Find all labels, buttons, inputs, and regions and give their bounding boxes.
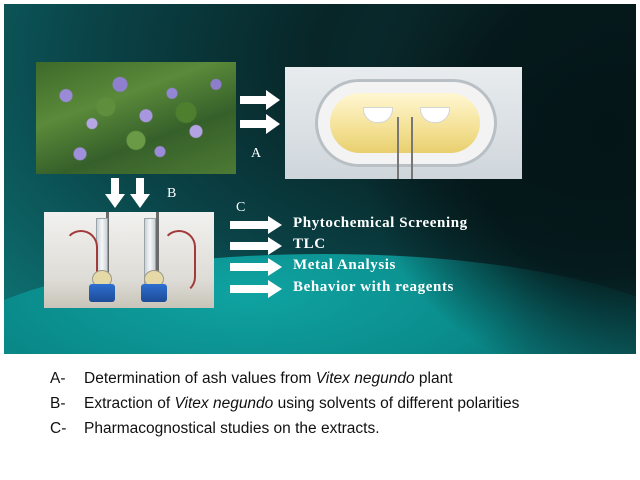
study-behavior-with-reagents: Behavior with reagents xyxy=(293,279,454,295)
caption-species-name: Vitex negundo xyxy=(315,370,415,387)
crucible-tongs xyxy=(397,117,413,179)
arrow-b-right-icon xyxy=(130,178,150,208)
caption-row: B- Extraction of Vitex negundo using sol… xyxy=(50,393,620,415)
background-shadow xyxy=(356,4,636,354)
caption-row: A- Determination of ash values from Vite… xyxy=(50,368,620,390)
caption-text-part: Determination of ash values from xyxy=(84,370,316,387)
furnace-chamber xyxy=(330,93,480,153)
stand-rod-right xyxy=(156,212,159,292)
caption-legend: A- Determination of ash values from Vite… xyxy=(50,368,620,443)
arrow-a-upper-icon xyxy=(240,90,280,110)
caption-text-part: Extraction of xyxy=(84,395,175,412)
arrow-c3-icon xyxy=(230,258,282,276)
study-tlc: TLC xyxy=(293,236,326,252)
muffle-furnace-photo xyxy=(285,67,522,179)
label-a: A xyxy=(251,146,262,161)
study-metal-analysis: Metal Analysis xyxy=(293,257,396,273)
caption-species-name: Vitex negundo xyxy=(174,395,274,412)
caption-key: C- xyxy=(50,420,67,437)
caption-text-part: Pharmacognostical studies on the extract… xyxy=(84,420,380,437)
arrow-b-left-icon xyxy=(105,178,125,208)
caption-key: B- xyxy=(50,395,66,412)
arrow-a-lower-icon xyxy=(240,114,280,134)
caption-row: C- Pharmacognostical studies on the extr… xyxy=(50,418,620,440)
heating-mantle-left xyxy=(89,284,115,302)
caption-text: Determination of ash values from Vitex n… xyxy=(84,368,620,390)
caption-text: Pharmacognostical studies on the extract… xyxy=(84,418,620,440)
caption-text-part: using solvents of different polarities xyxy=(273,395,520,412)
arrow-c1-icon xyxy=(230,216,282,234)
heating-mantle-right xyxy=(141,284,167,302)
study-phytochemical-screening: Phytochemical Screening xyxy=(293,215,468,231)
label-b: B xyxy=(167,186,177,201)
caption-text-part: plant xyxy=(414,370,453,387)
tubing-left xyxy=(64,230,98,294)
extraction-apparatus-photo xyxy=(44,212,214,308)
tubing-right xyxy=(162,230,196,294)
label-c: C xyxy=(236,200,246,215)
caption-key: A- xyxy=(50,370,66,387)
arrow-c2-icon xyxy=(230,237,282,255)
arrow-c4-icon xyxy=(230,280,282,298)
vitex-plant-photo xyxy=(36,62,236,174)
caption-text: Extraction of Vitex negundo using solven… xyxy=(84,393,620,415)
